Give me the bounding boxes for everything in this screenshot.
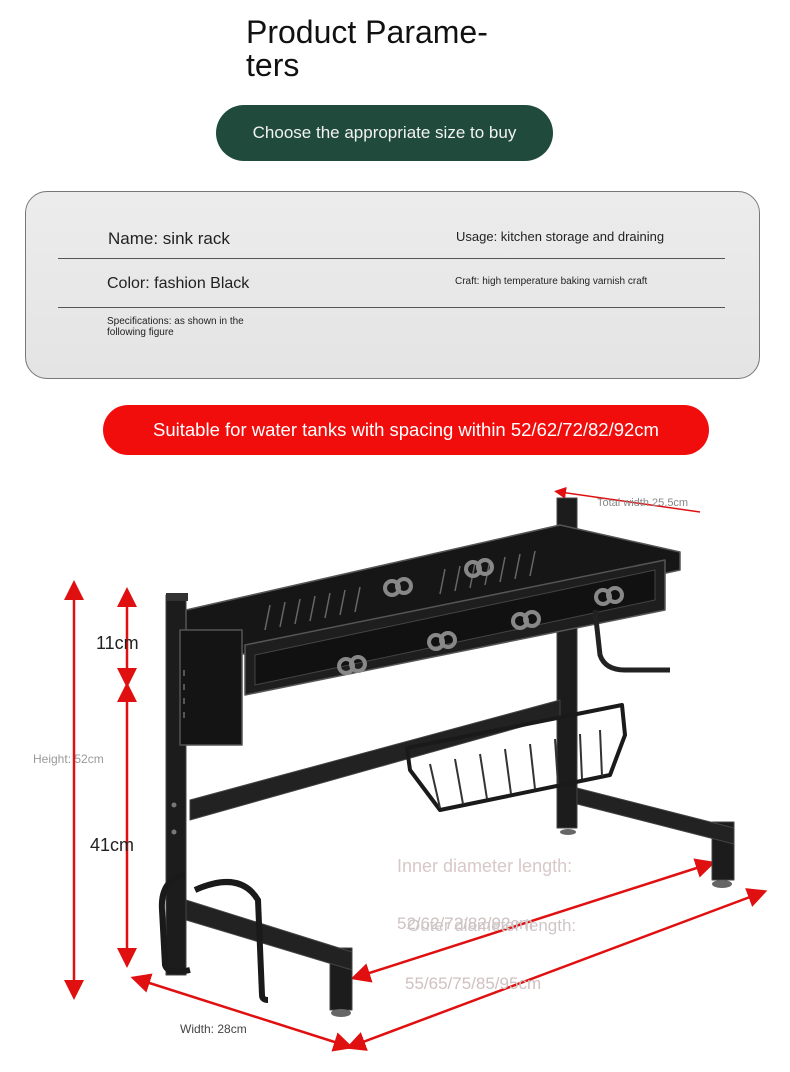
param-usage: Usage: kitchen storage and draining (456, 229, 665, 244)
param-craft: Craft: high temperature baking varnish c… (455, 276, 648, 287)
inner-length-label: Inner diameter length: (397, 856, 573, 876)
outer-length-arrow (345, 888, 768, 1051)
param-name: Name: sink rack (108, 229, 230, 248)
width-label: Width: 28cm (180, 1022, 247, 1036)
inner-length-values: 52/62/72/82/92cm (397, 914, 534, 933)
rack-drawing (158, 497, 735, 1017)
parameters-panel: Name: sink rack Usage: kitchen storage a… (25, 191, 760, 379)
rack-diagram: Total width 25.5cm 11cm 41cm Height: 52c… (0, 470, 790, 1060)
lower-gap-label: 41cm (90, 835, 135, 855)
total-width-label: Total width 25.5cm (597, 497, 689, 509)
divider (58, 258, 725, 259)
page-title: Product Parame- ters (246, 16, 546, 82)
total-width-arrow (554, 486, 701, 513)
spacing-banner: Suitable for water tanks with spacing wi… (103, 405, 709, 455)
outer-length-label: Outer diameter length: (407, 916, 577, 935)
width-arrow (130, 973, 354, 1052)
param-specifications: Specifications: as shown in the followin… (107, 316, 244, 338)
outer-length-values: 55/65/75/85/95cm (405, 974, 542, 993)
param-color: Color: fashion Black (107, 275, 250, 292)
rack-illustration (64, 486, 768, 1052)
page-title-line1: Product Parame- (246, 14, 488, 50)
height-label: Height: 52cm (33, 752, 104, 766)
size-banner: Choose the appropriate size to buy (216, 105, 553, 161)
upper-gap-label: 11cm (96, 633, 139, 653)
page-title-line2: ters (246, 47, 300, 83)
divider (58, 307, 725, 308)
